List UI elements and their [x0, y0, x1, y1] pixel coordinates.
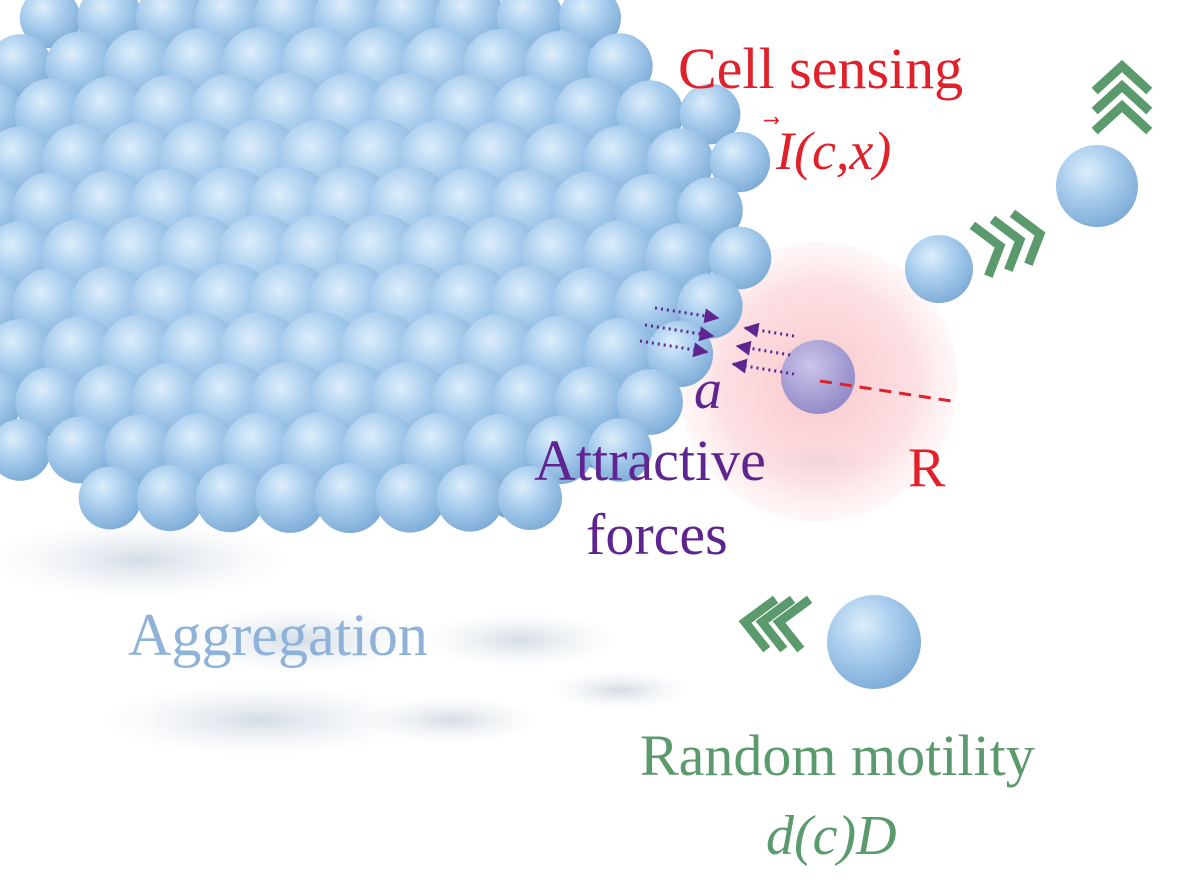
- cell-aggregate-cluster: [0, 0, 772, 533]
- floor-shadows: [0, 442, 880, 756]
- cluster-cell-sphere: [679, 83, 741, 145]
- free-cell-bottom: [827, 595, 921, 689]
- cluster-cell-sphere: [136, 464, 204, 532]
- attractive-label: Attractive: [534, 428, 766, 493]
- attractive-force-arrows: [639, 306, 795, 376]
- cluster-cell-sphere: [255, 463, 325, 533]
- cluster-cell-sphere: [646, 320, 714, 388]
- cluster-cell-sphere: [315, 463, 385, 533]
- random-motility-label: Random motility: [640, 723, 1035, 788]
- chevron-arrow-icon: [969, 209, 1046, 278]
- floor-shadow: [420, 612, 620, 668]
- cluster-cell-sphere: [708, 226, 772, 290]
- forces-label: forces: [586, 502, 728, 567]
- cluster-cell-sphere: [498, 466, 562, 530]
- radius-label: R: [908, 437, 946, 499]
- cluster-cell-sphere: [588, 418, 652, 482]
- cluster-cell-sphere: [709, 131, 771, 193]
- dashed-radius-line: [819, 379, 959, 404]
- floor-shadow: [100, 684, 420, 756]
- cluster-cell-sphere: [0, 371, 22, 433]
- chevron-arrow-icon: [738, 595, 813, 653]
- cluster-cell-sphere: [195, 463, 265, 533]
- dotted-arrow-icon: [731, 358, 795, 376]
- dotted-arrow-icon: [654, 306, 720, 324]
- chevron-arrow-icon: [1091, 59, 1153, 135]
- motility-formula-label: d(c)D: [766, 805, 897, 867]
- cell-sensing-label: Cell sensing: [678, 36, 964, 101]
- aggregation-label: Aggregation: [128, 602, 428, 668]
- cluster-cell-sphere: [677, 273, 743, 339]
- sensing-formula-label: ⃗ I(c,x): [776, 121, 892, 181]
- cluster-cell-sphere: [525, 415, 595, 485]
- cluster-cell-sphere: [375, 463, 445, 533]
- dotted-arrow-icon: [743, 322, 795, 338]
- floor-shadow: [360, 696, 540, 744]
- cluster-cell-sphere: [0, 419, 51, 481]
- cluster-cell-sphere: [46, 416, 114, 484]
- cluster-cell-sphere: [617, 369, 683, 435]
- floor-shadow: [180, 606, 420, 674]
- floor-shadow: [0, 520, 290, 600]
- motility-chevrons: [738, 59, 1153, 653]
- cluster-cell-sphere: [78, 466, 142, 530]
- floor-shadow: [550, 670, 690, 710]
- adhesion-symbol-label: a: [694, 359, 722, 421]
- sensing-cell: [781, 340, 855, 414]
- free-cell-top-right: [1056, 145, 1138, 227]
- free-cell-middle: [905, 235, 973, 303]
- cluster-cell-sphere: [436, 464, 504, 532]
